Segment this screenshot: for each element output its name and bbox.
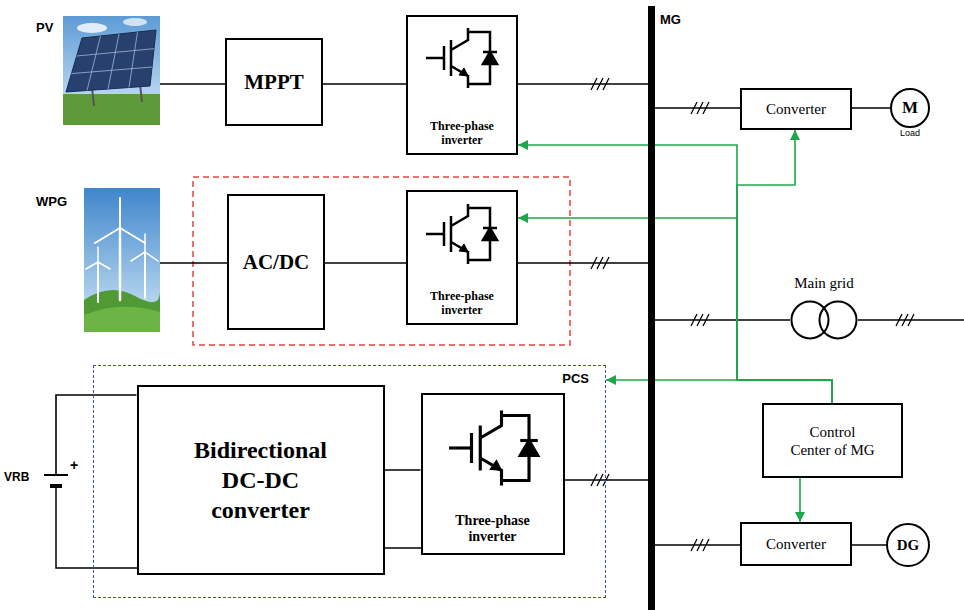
inverter-box: Three-phase inverter (406, 15, 518, 155)
power-connector (852, 107, 890, 109)
dc-link-wire (385, 547, 421, 549)
hill (84, 290, 160, 332)
control-signal-arrow (799, 478, 801, 522)
box-label: Three-phase inverter (443, 513, 543, 545)
wind-turbine (86, 247, 110, 302)
box-label: Converter (766, 536, 826, 553)
group-label: PCS (562, 371, 589, 386)
group-frame: PCS Bidirectional DC-DC converterThree-ph… (93, 365, 606, 598)
battery-symbol: VRB (42, 474, 70, 488)
three-phase-mark (896, 314, 914, 326)
box-label: Three-phase inverter (417, 289, 507, 317)
power-connector (325, 262, 406, 264)
battery-plate (44, 474, 68, 476)
transformer-outline (790, 300, 858, 340)
igbt-symbol (426, 204, 497, 264)
power-connector (655, 107, 740, 109)
circle-label: M (892, 90, 928, 126)
bus-bar: MG (648, 6, 655, 610)
control-box: Control Center of MG (762, 403, 903, 478)
power-connector (385, 469, 421, 471)
converter-box: Converter (740, 88, 852, 130)
box-label: MPPT (244, 70, 303, 95)
power-connector (655, 319, 790, 321)
control-signal-arrow (606, 380, 832, 403)
solar-panel-picture (63, 16, 160, 125)
bus-label: MG (660, 12, 667, 27)
source-label: PV (36, 20, 53, 35)
process-box: Bidirectional DC-DC converter (137, 385, 385, 575)
wind-farm: WPG (36, 188, 160, 332)
pv-array: PV (36, 14, 160, 126)
wind-turbine (131, 234, 158, 298)
motor-circle: MLoad (890, 88, 930, 128)
power-connector (565, 479, 649, 481)
sky (63, 16, 160, 125)
polarity-sign: + (70, 457, 78, 473)
power-connector (655, 544, 740, 546)
box-label: Three-phase inverter (417, 119, 507, 147)
hill (84, 307, 160, 332)
power-connector (160, 83, 225, 85)
wind-turbine (95, 198, 145, 300)
wind-farm-picture (84, 188, 160, 332)
box-label: Bidirectional DC-DC converter (176, 435, 346, 525)
solar-panel (66, 30, 156, 92)
transformer-symbol: Main grid (790, 300, 858, 340)
grass (63, 94, 160, 125)
converter-box: Converter (740, 522, 852, 566)
control-signal-arrow (737, 130, 832, 403)
igbt-symbol (449, 411, 538, 486)
box-label: AC/DC (243, 250, 310, 275)
inverter-box: Three-phase inverter (421, 393, 565, 555)
battery-label: VRB (4, 470, 32, 484)
label-holder: + (70, 456, 78, 474)
igbt-symbol (426, 28, 497, 88)
power-connector (852, 544, 886, 546)
sky (84, 188, 160, 332)
panel-leg (92, 88, 94, 106)
generator-circle: DG (886, 523, 930, 567)
circle-label: DG (888, 525, 928, 565)
cloud (77, 23, 107, 33)
load-label: Load (892, 128, 928, 138)
process-box: AC/DC (227, 194, 325, 330)
cloud (123, 18, 147, 26)
battery-wire (56, 488, 137, 568)
process-box: MPPT (225, 38, 323, 126)
power-connector (518, 83, 648, 85)
power-connector (56, 395, 137, 474)
box-label: Control Center of MG (789, 423, 877, 459)
source-label: WPG (36, 194, 67, 209)
power-connector (160, 262, 227, 264)
wind-group-bracket (193, 177, 570, 345)
box-label: Converter (766, 101, 826, 118)
power-connector (518, 262, 648, 264)
grid-label: Main grid (790, 274, 858, 292)
power-connector (323, 83, 406, 85)
inverter-box: Three-phase inverter (406, 190, 518, 325)
battery-plate (50, 484, 62, 488)
panel-grid (71, 32, 154, 91)
control-signal-arrow (518, 218, 832, 403)
